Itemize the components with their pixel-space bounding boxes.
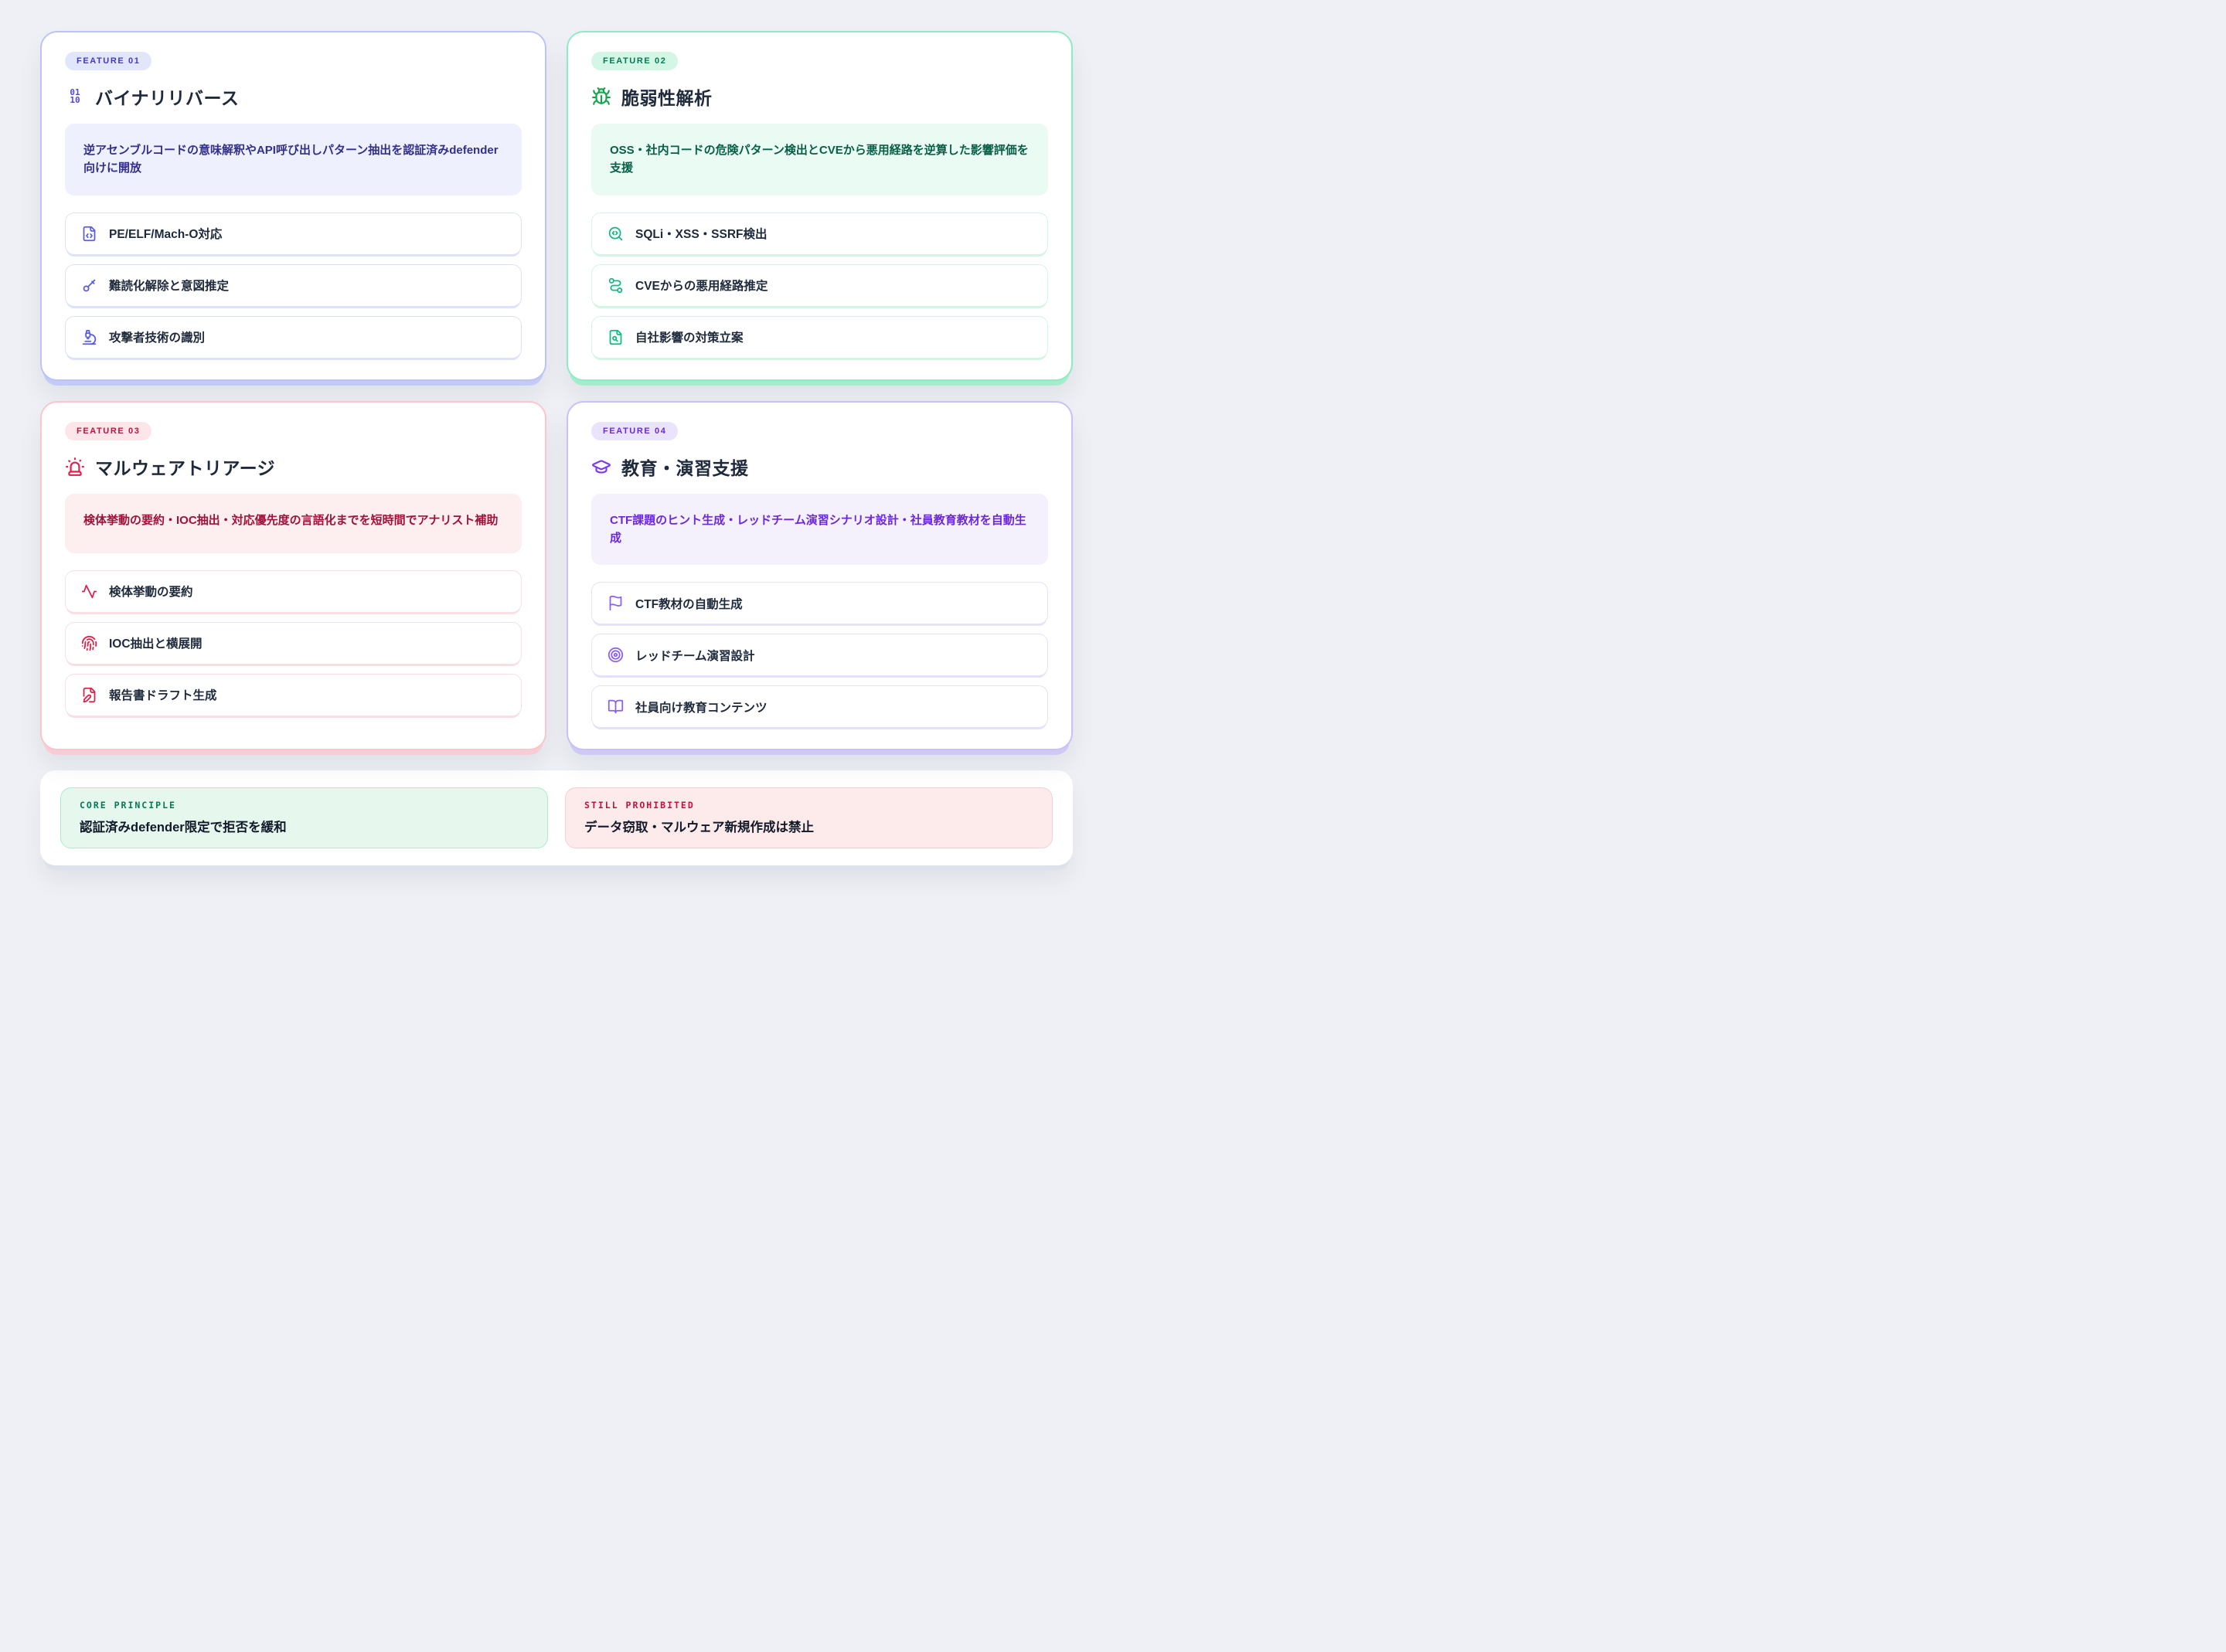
item-label: SQLi・XSS・SSRF検出: [635, 228, 768, 241]
card-title-row: 脆弱性解析: [591, 83, 1048, 110]
card-description: OSS・社内コードの危険パターン検出とCVEから悪用経路を逆算した影響評価を支援: [591, 124, 1048, 195]
card-items: CTF教材の自動生成 レッドチーム演習設計 社員向け教育コンテンツ: [591, 582, 1048, 728]
still-prohibited-box: STILL PROHIBITED データ窃取・マルウェア新規作成は禁止: [565, 787, 1053, 848]
flag-icon: [608, 595, 624, 611]
list-item: 報告書ドラフト生成: [65, 673, 522, 716]
file-code-icon: [81, 226, 97, 242]
core-principle-text: 認証済みdefender限定で拒否を緩和: [80, 821, 287, 834]
list-item: SQLi・XSS・SSRF検出: [591, 212, 1048, 255]
core-principle-label: CORE PRINCIPLE: [80, 800, 176, 811]
item-label: CTF教材の自動生成: [635, 597, 743, 611]
item-label: IOC抽出と横展開: [109, 637, 203, 651]
feature-badge: FEATURE 04: [591, 421, 679, 440]
item-label: 社員向け教育コンテンツ: [635, 701, 768, 715]
graduation-cap-icon: [591, 457, 611, 477]
item-label: 難読化解除と意図推定: [109, 280, 230, 293]
card-title: 脆弱性解析: [621, 88, 713, 108]
item-label: PE/ELF/Mach-O対応: [109, 228, 223, 241]
item-label: 報告書ドラフト生成: [109, 689, 217, 702]
principles-bar: CORE PRINCIPLE 認証済みdefender限定で拒否を緩和 STIL…: [40, 770, 1073, 865]
item-label: 自社影響の対策立案: [635, 331, 744, 345]
fingerprint-icon: [81, 635, 97, 651]
item-label: 検体挙動の要約: [109, 586, 193, 599]
feature-badge: FEATURE 01: [65, 52, 152, 70]
card-title: 教育・演習支援: [621, 457, 749, 478]
features-grid: FEATURE 01 01 10 バイナリリバース 逆アセンブルコードの意味解釈…: [40, 31, 1073, 750]
card-title-row: 01 10 バイナリリバース: [65, 83, 522, 110]
feature-card-vulnerability-analysis: FEATURE 02 脆弱性解析 OSS・社内コードの危険パターン検出とCVEか…: [567, 31, 1073, 381]
card-items: 検体挙動の要約 IOC抽出と横展開 報告書ドラフト生成: [65, 569, 522, 716]
siren-icon: [65, 457, 85, 477]
microscope-icon: [81, 329, 97, 345]
list-item: 攻撃者技術の識別: [65, 315, 522, 359]
list-item: 難読化解除と意図推定: [65, 263, 522, 307]
card-items: SQLi・XSS・SSRF検出 CVEからの悪用経路推定 自社影響の対策立案: [591, 212, 1048, 359]
card-description: CTF課題のヒント生成・レッドチーム演習シナリオ設計・社員教育教材を自動生成: [591, 493, 1048, 565]
binary-icon: 01 10: [70, 87, 80, 105]
key-icon: [81, 277, 97, 294]
list-item: CVEからの悪用経路推定: [591, 263, 1048, 307]
file-search-icon: [608, 329, 624, 345]
activity-icon: [81, 583, 97, 600]
file-pen-icon: [81, 687, 97, 703]
feature-badge: FEATURE 02: [591, 52, 679, 70]
card-items: PE/ELF/Mach-O対応 難読化解除と意図推定 攻撃者技術の識別: [65, 212, 522, 359]
card-title: バイナリリバース: [95, 88, 240, 108]
features-page: FEATURE 01 01 10 バイナリリバース 逆アセンブルコードの意味解釈…: [0, 0, 1113, 865]
bug-icon: [591, 87, 611, 107]
card-description: 検体挙動の要約・IOC抽出・対応優先度の言語化までを短時間でアナリスト補助: [65, 493, 522, 553]
list-item: 社員向け教育コンテンツ: [591, 685, 1048, 728]
card-description: 逆アセンブルコードの意味解釈やAPI呼び出しパターン抽出を認証済みdefende…: [65, 124, 522, 195]
list-item: CTF教材の自動生成: [591, 582, 1048, 624]
search-code-icon: [608, 226, 624, 242]
list-item: レッドチーム演習設計: [591, 634, 1048, 676]
target-icon: [608, 647, 624, 663]
list-item: 自社影響の対策立案: [591, 315, 1048, 359]
item-label: CVEからの悪用経路推定: [635, 280, 768, 293]
still-prohibited-label: STILL PROHIBITED: [584, 800, 695, 811]
feature-card-binary-reverse: FEATURE 01 01 10 バイナリリバース 逆アセンブルコードの意味解釈…: [40, 31, 546, 381]
card-title-row: 教育・演習支援: [591, 454, 1048, 480]
list-item: PE/ELF/Mach-O対応: [65, 212, 522, 255]
core-principle-box: CORE PRINCIPLE 認証済みdefender限定で拒否を緩和: [60, 787, 548, 848]
route-icon: [608, 277, 624, 294]
feature-card-malware-triage: FEATURE 03 マルウェアトリアージ 検体挙動の要約・IOC抽出・対応優先…: [40, 400, 546, 750]
feature-card-education-training: FEATURE 04 教育・演習支援 CTF課題のヒント生成・レッドチーム演習シ…: [567, 400, 1073, 750]
list-item: 検体挙動の要約: [65, 569, 522, 613]
list-item: IOC抽出と横展開: [65, 621, 522, 665]
card-title-row: マルウェアトリアージ: [65, 454, 522, 480]
book-open-icon: [608, 699, 624, 715]
item-label: レッドチーム演習設計: [635, 649, 755, 663]
item-label: 攻撃者技術の識別: [109, 331, 206, 345]
feature-badge: FEATURE 03: [65, 421, 152, 440]
still-prohibited-text: データ窃取・マルウェア新規作成は禁止: [584, 821, 814, 834]
card-title: マルウェアトリアージ: [95, 457, 276, 478]
